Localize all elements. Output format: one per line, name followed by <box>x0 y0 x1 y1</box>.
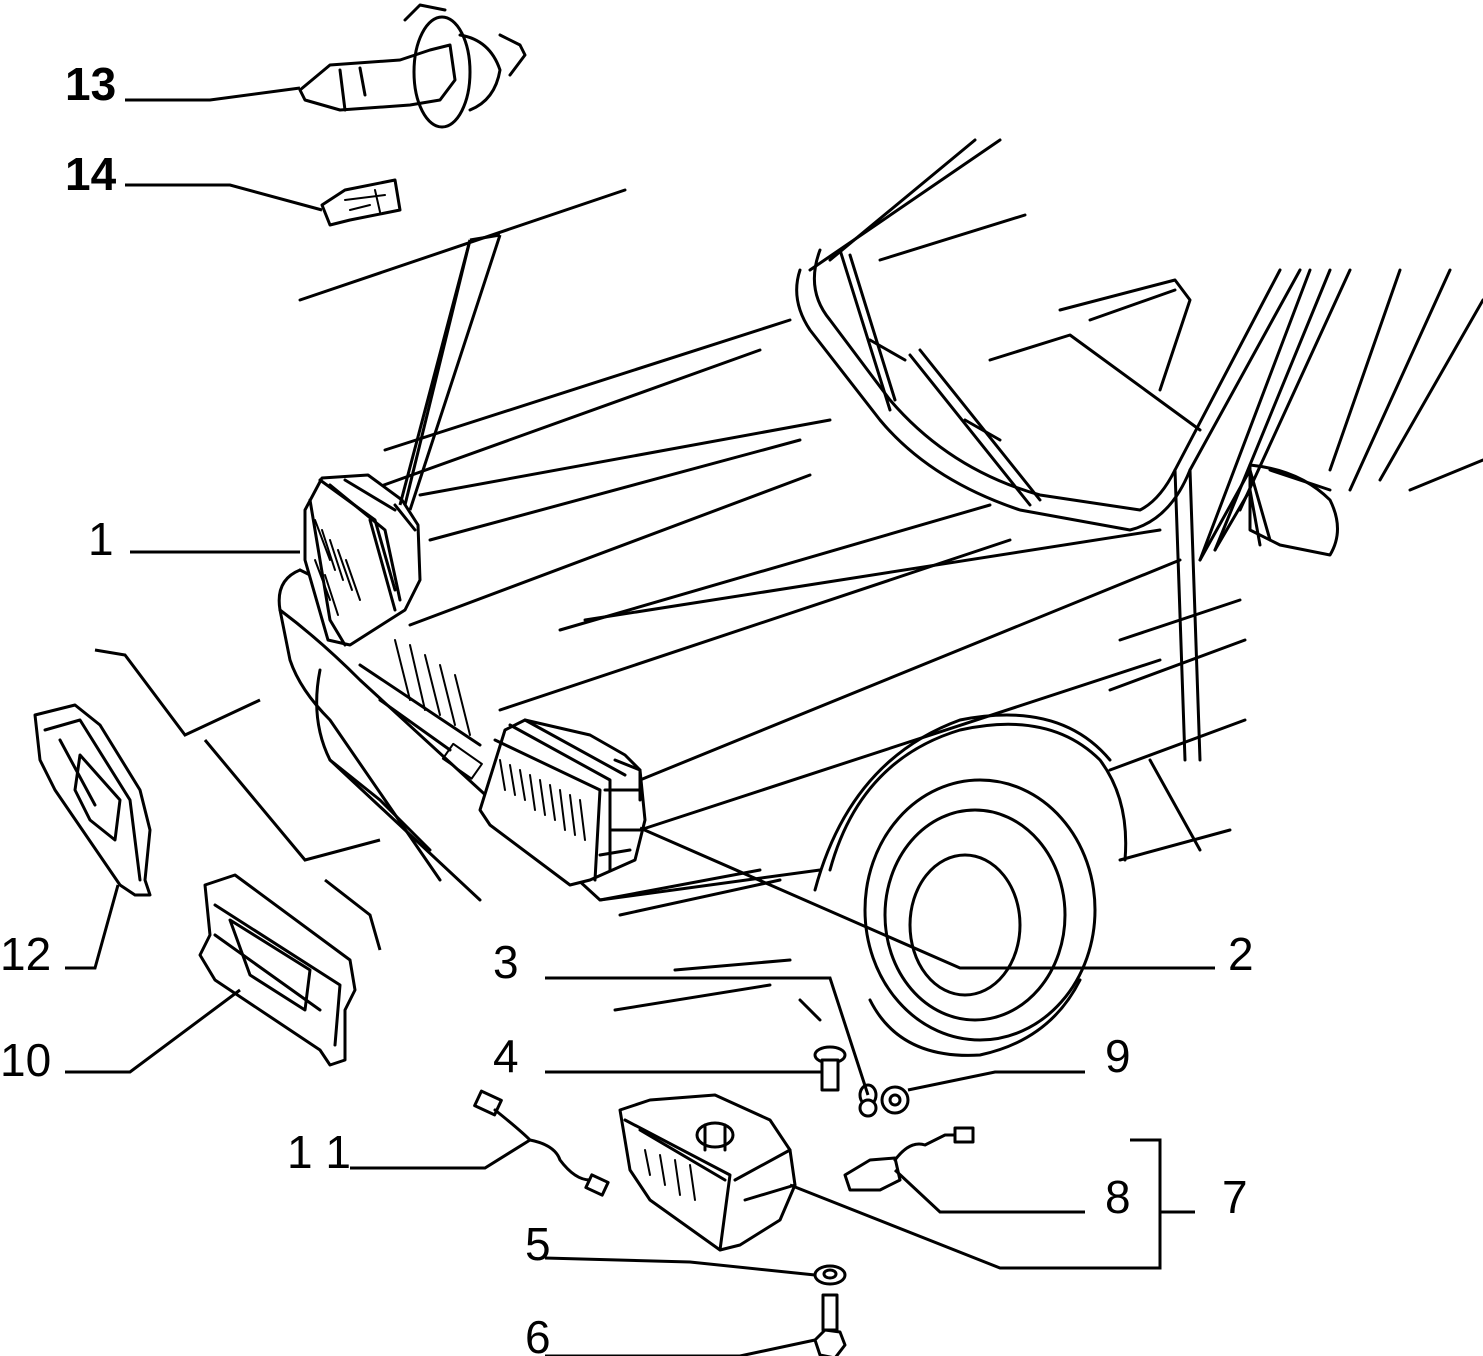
gasket-part-12 <box>33 703 152 897</box>
wiring-part-11 <box>473 1089 610 1197</box>
callout-11: 1 1 <box>287 1126 351 1178</box>
nut-part-5 <box>813 1264 847 1286</box>
callout-1: 1 <box>88 513 114 565</box>
nut-part-9 <box>880 1085 910 1115</box>
bulb-wire-part-8 <box>843 1126 975 1192</box>
callout-5: 5 <box>525 1218 551 1270</box>
callout-14: 14 <box>65 148 117 200</box>
bulb-part-13 <box>298 3 527 129</box>
gasket-part-10 <box>198 873 357 1067</box>
callout-9: 9 <box>1105 1030 1131 1082</box>
bulb-part-14 <box>320 178 402 227</box>
headlamp-part-1 <box>303 473 422 647</box>
leader-lines <box>65 86 1215 1356</box>
spring-part-3 <box>858 1083 878 1118</box>
callout-7: 7 <box>1222 1171 1248 1223</box>
callout-6: 6 <box>525 1311 551 1356</box>
callout-3: 3 <box>493 936 519 988</box>
car-body-outline <box>277 138 1483 1057</box>
foglamp-part-7 <box>618 1093 797 1252</box>
callout-12: 12 <box>0 928 51 980</box>
headlamp-part-2 <box>478 718 647 887</box>
bolt-part-6 <box>813 1293 847 1356</box>
callout-13: 13 <box>65 58 116 110</box>
callout-4: 4 <box>493 1030 519 1082</box>
fastener-part-4 <box>813 1045 847 1092</box>
callout-2: 2 <box>1228 928 1254 980</box>
callout-10: 10 <box>0 1034 51 1086</box>
callout-8: 8 <box>1105 1171 1131 1223</box>
